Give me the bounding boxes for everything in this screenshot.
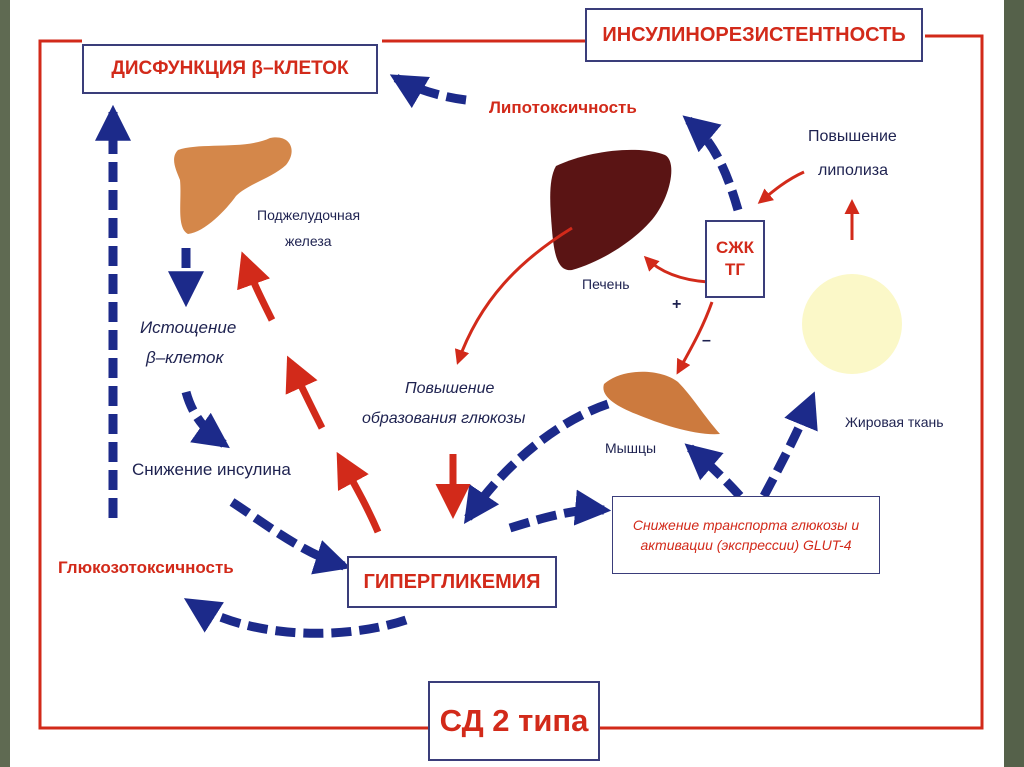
glut4-line1: Снижение транспорта глюкозы и [632,517,860,533]
glut4-box: Снижение транспорта глюкозы и активации … [612,496,880,574]
ffa-label: СЖК [715,238,755,257]
liver-shape [550,149,672,271]
diabetes-type2-label: СД 2 типа [439,703,589,738]
adipose-tissue-label: Жировая ткань [845,414,944,430]
adipose-tissue-shape [802,274,902,374]
beta-cell-dysfunction-box: ДИСФУНКЦИЯ β–КЛЕТОК [82,44,378,94]
lipolysis-increase-line1: Повышение [808,128,897,145]
lipotoxicity-label: Липотоксичность [489,98,637,117]
beta-exhaustion-line1: Истощение [140,318,237,337]
glucose-production-line2: образования глюкозы [362,410,526,427]
muscles-label: Мышцы [605,440,657,456]
muscle-shape [603,371,720,435]
ffa-tg-box: СЖК ТГ [705,220,765,298]
slide-background [10,0,1004,767]
side-border-decoration [1004,0,1024,767]
glucose-production-line1: Повышение [405,380,495,397]
pancreas-line1: Поджелудочная [257,207,361,223]
insulin-resistance-label: ИНСУЛИНОРЕЗИСТЕНТНОСТЬ [602,23,906,46]
lipolysis-increase-line2: липолиза [818,162,888,179]
thin-red-arrows [454,170,860,375]
minus-sign: – [702,332,711,349]
navy-arrows [95,74,818,638]
insulin-resistance-box: ИНСУЛИНОРЕЗИСТЕНТНОСТЬ [585,8,923,62]
insulin-decrease-label: Снижение инсулина [132,460,291,479]
outer-frame [38,34,984,730]
glucotoxicity-label: Глюкозотоксичность [58,558,234,577]
plus-sign: + [672,296,682,313]
beta-cell-dysfunction-label: ДИСФУНКЦИЯ β–КЛЕТОК [111,58,349,79]
tg-label: ТГ [724,260,746,279]
pancreas-line2: железа [285,233,332,249]
red-arrows [237,251,471,534]
hyperglycemia-label: ГИПЕРГЛИКЕМИЯ [363,570,541,593]
beta-exhaustion-line2: β–клеток [146,348,224,367]
pancreas-shape [174,137,292,234]
hyperglycemia-box: ГИПЕРГЛИКЕМИЯ [347,556,557,608]
glut4-line2: активации (экспрессии) GLUT-4 [640,537,852,553]
diabetes-type2-box: СД 2 типа [428,681,600,761]
liver-label: Печень [582,276,630,292]
